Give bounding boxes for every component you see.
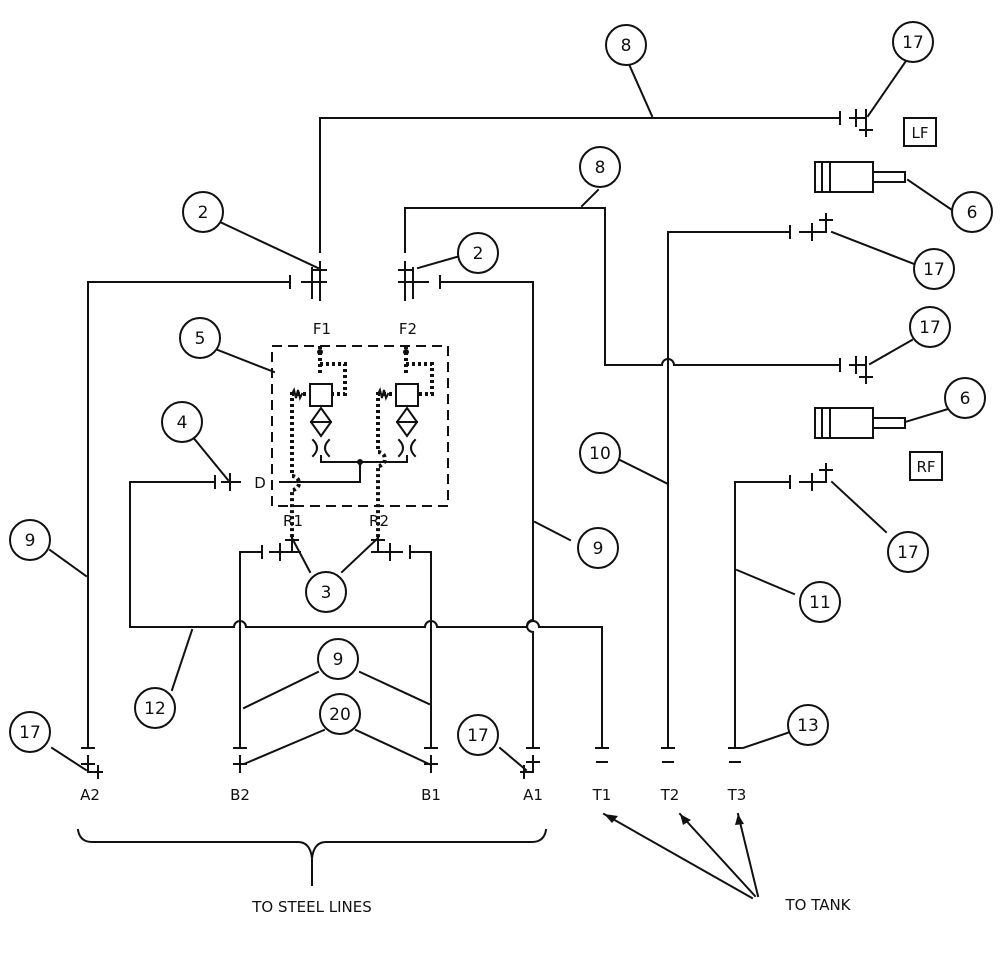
balloon-13: 13 xyxy=(787,704,829,746)
svg-text:2: 2 xyxy=(198,203,209,223)
balloon-9-bottom: 9 xyxy=(317,638,359,680)
svg-text:6: 6 xyxy=(960,389,971,409)
svg-text:8: 8 xyxy=(621,36,632,56)
port-b1: B1 xyxy=(421,786,441,804)
balloon-9-right: 9 xyxy=(577,527,619,569)
hydraulic-lines xyxy=(81,111,841,749)
balloon-2-right: 2 xyxy=(457,232,499,274)
port-f2: F2 xyxy=(399,320,417,338)
elbow-fitting-t2 xyxy=(799,213,833,241)
svg-text:4: 4 xyxy=(177,413,188,433)
svg-text:17: 17 xyxy=(19,723,41,743)
balloon-3: 3 xyxy=(305,571,347,613)
fitting-d xyxy=(221,473,241,491)
balloon-4: 4 xyxy=(161,401,203,443)
svg-text:17: 17 xyxy=(902,33,924,53)
balloon-9-left: 9 xyxy=(9,519,51,561)
balloon-20: 20 xyxy=(319,693,361,735)
cylinder-label-rf: RF xyxy=(909,451,943,481)
balloon-6-bottom: 6 xyxy=(944,377,986,419)
svg-text:RF: RF xyxy=(916,458,935,476)
svg-text:9: 9 xyxy=(593,539,604,559)
port-f1: F1 xyxy=(313,320,331,338)
svg-text:6: 6 xyxy=(967,203,978,223)
svg-text:12: 12 xyxy=(144,699,166,719)
cylinder-left-front xyxy=(814,161,906,193)
elbow-fitting-t3 xyxy=(799,463,833,491)
svg-text:20: 20 xyxy=(329,705,351,725)
port-t2: T2 xyxy=(660,786,680,804)
elbow-fitting-rf xyxy=(849,356,873,384)
cylinder-right-front xyxy=(814,407,906,439)
balloon-8-mid: 8 xyxy=(579,146,621,188)
svg-text:11: 11 xyxy=(809,593,831,613)
tee-fitting-f2 xyxy=(398,261,429,301)
port-d: D xyxy=(254,474,266,492)
balloon-8-top: 8 xyxy=(605,24,647,66)
port-a1: A1 xyxy=(523,786,543,804)
note-steel-lines: TO STEEL LINES xyxy=(251,898,372,916)
balloon-17-a2: 17 xyxy=(9,711,51,753)
valve-block xyxy=(271,345,449,540)
tank-leaders: TO TANK xyxy=(602,812,852,914)
svg-text:17: 17 xyxy=(467,726,489,746)
svg-text:8: 8 xyxy=(595,158,606,178)
port-r1: R1 xyxy=(283,512,303,530)
port-b2: B2 xyxy=(230,786,250,804)
balloon-17-t3: 17 xyxy=(887,531,929,573)
balloon-12: 12 xyxy=(134,687,176,729)
fittings xyxy=(81,109,873,779)
port-r2: R2 xyxy=(369,512,389,530)
svg-text:17: 17 xyxy=(923,260,945,280)
port-labels: F1 F2 D R1 R2 A2 B2 B1 A1 T1 T2 T3 xyxy=(80,320,746,804)
svg-text:9: 9 xyxy=(25,531,36,551)
svg-text:5: 5 xyxy=(195,329,206,349)
port-t1: T1 xyxy=(592,786,612,804)
elbow-fitting-a2 xyxy=(81,755,103,779)
callout-balloons: 8 17 8 2 2 6 17 17 5 6 4 10 9 9 3 17 11 … xyxy=(9,21,993,756)
balloon-11: 11 xyxy=(799,581,841,623)
tee-fitting-r1 xyxy=(269,534,301,561)
balloon-5: 5 xyxy=(179,317,221,359)
svg-text:17: 17 xyxy=(897,543,919,563)
svg-text:3: 3 xyxy=(321,583,332,603)
svg-text:2: 2 xyxy=(473,244,484,264)
balloon-17-top: 17 xyxy=(892,21,934,63)
balloon-17-t2: 17 xyxy=(913,248,955,290)
elbow-fitting-lf xyxy=(849,109,873,137)
svg-text:10: 10 xyxy=(589,444,611,464)
balloon-10: 10 xyxy=(579,432,621,474)
svg-text:13: 13 xyxy=(797,716,819,736)
balloon-6-top: 6 xyxy=(951,191,993,233)
steel-lines-bracket: TO STEEL LINES xyxy=(76,828,548,916)
balloon-leaders xyxy=(48,56,960,772)
balloon-17-rf: 17 xyxy=(909,306,951,348)
tee-fitting-f1 xyxy=(301,261,327,301)
balloon-2-left: 2 xyxy=(182,191,224,233)
svg-text:9: 9 xyxy=(333,650,344,670)
note-to-tank: TO TANK xyxy=(784,896,851,914)
svg-text:17: 17 xyxy=(919,318,941,338)
balloon-17-a1: 17 xyxy=(457,714,499,756)
cylinder-label-lf: LF xyxy=(903,117,937,147)
port-a2: A2 xyxy=(80,786,100,804)
port-t3: T3 xyxy=(727,786,747,804)
svg-text:LF: LF xyxy=(912,124,929,142)
